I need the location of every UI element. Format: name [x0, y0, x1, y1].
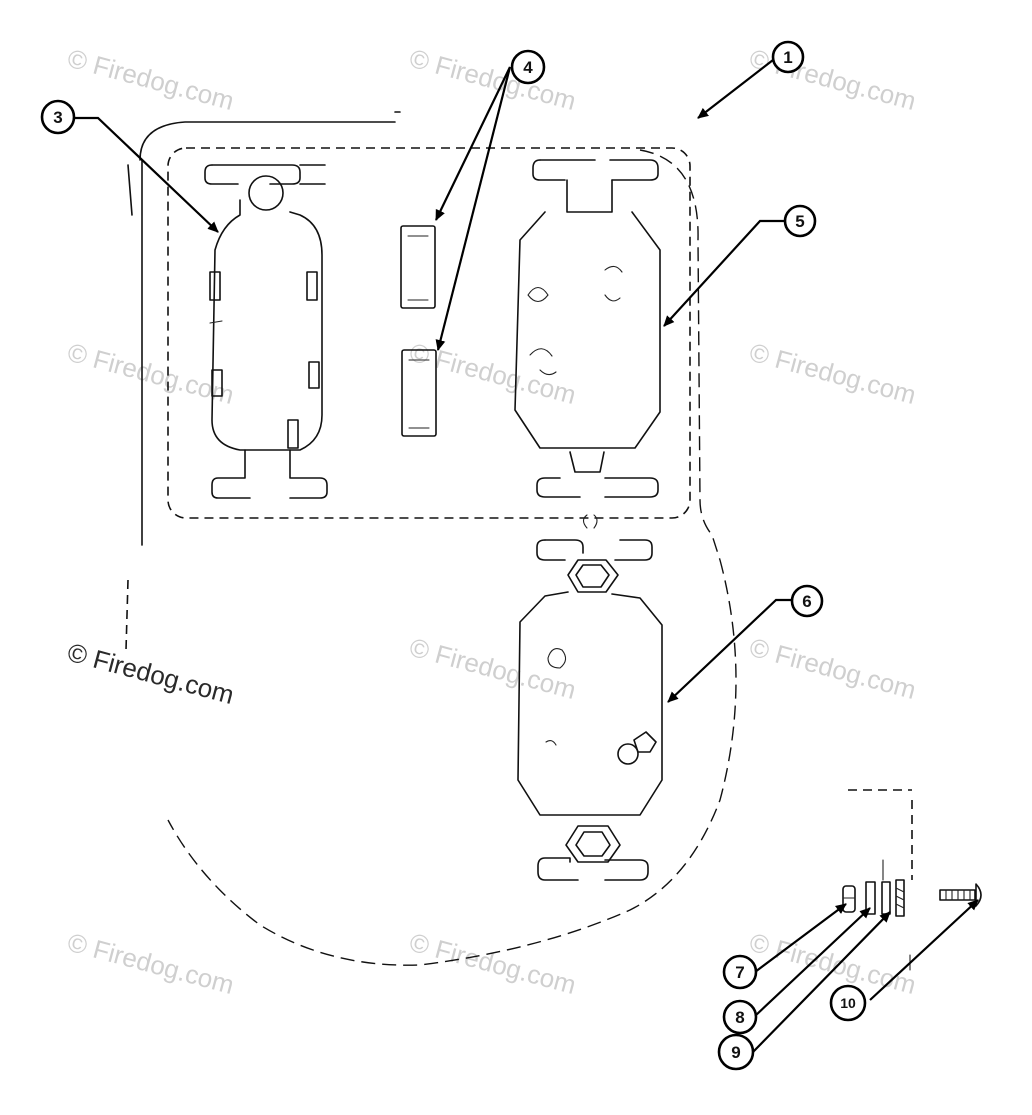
- watermark-text: © Firedog.com: [746, 632, 919, 705]
- callout-5: 5: [783, 204, 817, 238]
- callout-7: 7: [722, 954, 758, 990]
- callout-3: 3: [40, 99, 76, 135]
- inner-plate-outline: [167, 147, 691, 519]
- callout-10: 10: [829, 984, 867, 1022]
- watermark-text: © Firedog.com: [64, 43, 237, 116]
- callout-label: 3: [53, 108, 62, 127]
- receptacle-right: [514, 159, 661, 529]
- clip-lower: [401, 349, 437, 437]
- watermark-main: © Firedog.com: [64, 637, 237, 710]
- watermark-text: © Firedog.com: [746, 337, 919, 410]
- callout-9: 9: [717, 1033, 755, 1071]
- callout-label: 7: [735, 963, 744, 982]
- leader-lines: [74, 59, 979, 1053]
- watermark-text: © Firedog.com: [746, 927, 919, 1000]
- callout-label: 8: [735, 1008, 744, 1027]
- watermark-text: © Firedog.com: [64, 927, 237, 1000]
- lock-washer-part: [881, 881, 891, 915]
- callout-label: 6: [802, 592, 811, 611]
- callout-4: 4: [510, 49, 546, 85]
- receptacle-lower: [517, 539, 663, 881]
- hardware-group: [842, 789, 982, 971]
- callout-label: 5: [795, 212, 804, 231]
- callout-label: 9: [731, 1043, 740, 1062]
- clip-upper: [400, 225, 436, 309]
- callout-label: 10: [840, 995, 856, 1011]
- receptacle-left: [204, 164, 328, 499]
- watermark-text: © Firedog.com: [406, 43, 579, 116]
- callout-label: 4: [523, 58, 533, 77]
- watermark-layer: © Firedog.com © Firedog.com © Firedog.co…: [64, 43, 919, 1000]
- spring-part: [895, 879, 905, 917]
- callout-8: 8: [722, 999, 758, 1035]
- watermark-text: © Firedog.com: [406, 632, 579, 705]
- nut-part: [842, 885, 856, 913]
- callout-6: 6: [790, 584, 824, 618]
- housing-outline: [125, 111, 737, 966]
- callout-label: 1: [783, 48, 792, 67]
- callout-1: 1: [771, 40, 805, 74]
